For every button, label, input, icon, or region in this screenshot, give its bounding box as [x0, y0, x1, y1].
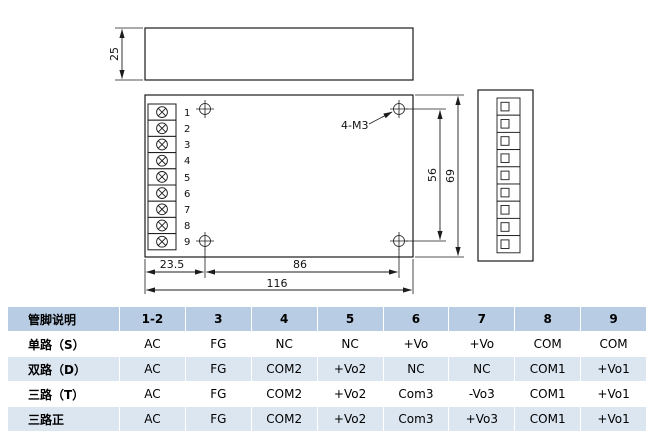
table-row: 双路（D） AC FG COM2 +Vo2 NC NC COM1 +Vo1: [7, 356, 647, 382]
pin-cell: +Vo: [382, 331, 450, 357]
side-view: [477, 89, 534, 262]
pin-cell: NC: [382, 356, 450, 382]
dim-69: 69: [415, 94, 464, 258]
pin-cell: AC: [119, 356, 186, 382]
pin-row-label: 双路（D）: [7, 356, 120, 382]
pin-cell: COM: [514, 331, 582, 357]
terminal-number: 5: [184, 173, 190, 184]
table-row: 三路正 AC FG COM2 +Vo2 Com3 +Vo3 COM1 +Vo1: [7, 406, 647, 432]
pin-cell: +Vo1: [580, 381, 647, 407]
table-row: 单路（S） AC FG NC NC +Vo +Vo COM COM: [7, 331, 647, 357]
pin-cell: +Vo2: [316, 406, 384, 432]
pin-cell: -Vo3: [448, 381, 516, 407]
pin-table-header: 6: [382, 306, 450, 332]
pin-cell: COM1: [514, 406, 582, 432]
pin-cell: NC: [316, 331, 384, 357]
leader-line: [368, 111, 393, 125]
pin-cell: COM1: [514, 381, 582, 407]
pin-cell: FG: [184, 381, 252, 407]
terminal-number: 4: [184, 156, 190, 167]
dim-23-5-label: 23.5: [160, 258, 185, 271]
dim-116-label: 116: [267, 277, 288, 290]
dim-56: 56: [406, 108, 446, 242]
pin-cell: +Vo1: [580, 406, 647, 432]
pin-cell: Com3: [382, 381, 450, 407]
terminal-number: 8: [184, 221, 190, 232]
pin-table-header-row: 管脚说明 1-2 3 4 5 6 7 8 9: [7, 306, 647, 332]
hole-callout: 4-M3: [341, 111, 393, 132]
dim-56-label: 56: [426, 168, 439, 182]
pin-cell: +Vo3: [448, 406, 516, 432]
pin-cell: FG: [184, 356, 252, 382]
top-view-outline: [144, 27, 414, 81]
pin-row-label: 单路（S）: [7, 331, 120, 357]
pin-cell: COM2: [250, 381, 318, 407]
table-row: 三路（T） AC FG COM2 +Vo2 Com3 -Vo3 COM1 +Vo…: [7, 381, 647, 407]
dim-69-label: 69: [444, 169, 457, 183]
pin-cell: COM2: [250, 356, 318, 382]
bottom-dimensions: 23.5 86 116: [144, 249, 414, 294]
pin-table-header: 4: [250, 306, 318, 332]
pin-table-header: 3: [184, 306, 252, 332]
terminal-block: [147, 103, 177, 251]
pin-table: 管脚说明 1-2 3 4 5 6 7 8 9 单路（S） AC FG NC NC…: [7, 306, 647, 432]
side-terminal-strip: [496, 97, 521, 254]
terminal-number: 2: [184, 124, 190, 135]
hole-callout-label: 4-M3: [341, 119, 368, 132]
pin-row-label: 三路正: [7, 406, 120, 432]
pin-cell: Com3: [382, 406, 450, 432]
pin-table-header: 7: [448, 306, 516, 332]
main-view: 1 2 3 4 5 6 7 8 9: [144, 94, 464, 294]
pin-row-label: 三路（T）: [7, 381, 120, 407]
dim-25: 25: [108, 47, 121, 61]
pin-table-header: 8: [514, 306, 582, 332]
pin-cell: AC: [119, 406, 186, 432]
terminal-number: 9: [184, 237, 190, 248]
mounting-hole: [196, 232, 214, 250]
terminal-number: 7: [184, 205, 190, 216]
pin-cell: COM2: [250, 406, 318, 432]
pin-cell: FG: [184, 331, 252, 357]
pin-table-header: 5: [316, 306, 384, 332]
pin-cell: +Vo1: [580, 356, 647, 382]
dim-86-label: 86: [293, 258, 307, 271]
terminal-numbers: 1 2 3 4 5 6 7 8 9: [184, 108, 190, 248]
pin-cell: NC: [250, 331, 318, 357]
pin-cell: COM1: [514, 356, 582, 382]
terminal-number: 6: [184, 189, 190, 200]
pin-cell: COM: [580, 331, 647, 357]
pin-cell: AC: [119, 331, 186, 357]
pin-table-header: 管脚说明: [7, 306, 120, 332]
pin-cell: NC: [448, 356, 516, 382]
pin-cell: +Vo2: [316, 356, 384, 382]
pin-table-header: 9: [580, 306, 647, 332]
mounting-hole: [390, 232, 408, 250]
top-view: 25: [108, 27, 414, 81]
terminal-number: 1: [184, 108, 190, 119]
technical-drawing: 25 1 2 3 4 5: [108, 27, 534, 294]
pin-cell: FG: [184, 406, 252, 432]
pin-cell: AC: [119, 381, 186, 407]
terminal-number: 3: [184, 140, 190, 151]
main-view-outline: [144, 94, 414, 258]
pin-cell: +Vo2: [316, 381, 384, 407]
pin-table-header: 1-2: [119, 306, 186, 332]
mounting-hole: [390, 100, 408, 118]
pin-cell: +Vo: [448, 331, 516, 357]
mounting-hole: [196, 100, 214, 118]
